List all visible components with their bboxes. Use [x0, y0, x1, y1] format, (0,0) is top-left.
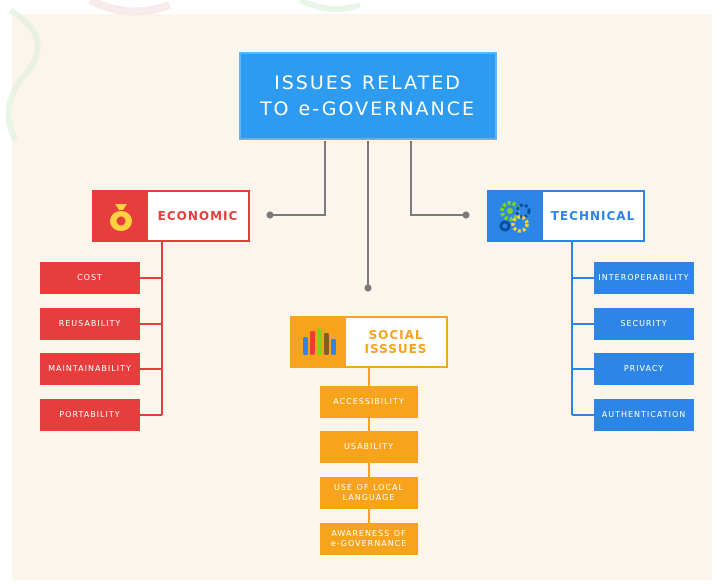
economic-item-portability: PORTABILITY: [40, 399, 140, 431]
social-item-local-language: USE OF LOCAL LANGUAGE: [320, 477, 418, 509]
category-label: TECHNICAL: [550, 209, 636, 223]
gears-icon: [489, 192, 543, 240]
category-technical: TECHNICAL: [487, 190, 645, 242]
title-line-1: ISSUES RELATED: [274, 72, 462, 94]
technical-item-authentication: AUTHENTICATION: [594, 399, 694, 431]
title-line-2: TO e-GOVERNANCE: [259, 98, 477, 120]
social-item-awareness: AWARENESS OF e-GOVERNANCE: [320, 523, 418, 555]
social-item-usability: USABILITY: [320, 431, 418, 463]
technical-item-security: SECURITY: [594, 308, 694, 340]
economic-item-maintainability: MAINTAINABILITY: [40, 353, 140, 385]
category-social: SOCIAL ISSSUES: [290, 316, 448, 368]
technical-item-privacy: PRIVACY: [594, 353, 694, 385]
social-label-line-2: ISSSUES: [364, 342, 428, 356]
economic-item-reusability: REUSABILITY: [40, 308, 140, 340]
category-economic: ECONOMIC: [92, 190, 250, 242]
category-label: ECONOMIC: [157, 209, 239, 223]
technical-item-interoperability: INTEROPERABILITY: [594, 262, 694, 294]
raised-hands-icon: [292, 318, 346, 366]
economic-item-cost: COST: [40, 262, 140, 294]
social-item-accessibility: ACCESSIBILITY: [320, 386, 418, 418]
main-title-box: ISSUES RELATED TO e-GOVERNANCE: [239, 52, 497, 140]
social-label-line-1: SOCIAL: [368, 328, 424, 342]
category-label: SOCIAL ISSSUES: [346, 328, 446, 356]
money-bag-icon: [94, 192, 148, 240]
